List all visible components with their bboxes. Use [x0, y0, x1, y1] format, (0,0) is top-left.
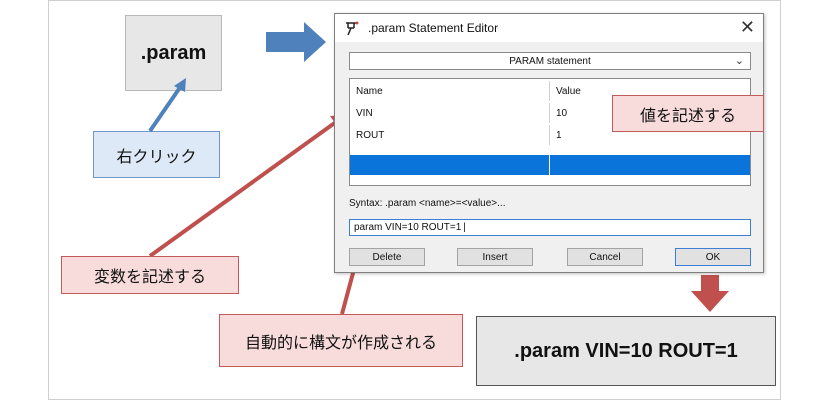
table-row[interactable]: ROUT 1 [350, 125, 750, 145]
ltspice-app-icon [346, 21, 359, 36]
callout-enter-value-text: 値を記述する [639, 107, 736, 125]
callout-right-click: 右クリック [93, 131, 220, 178]
syntax-hint: Syntax: .param <name>=<value>... [349, 198, 506, 209]
delete-button-label: Delete [372, 251, 402, 263]
callout-auto-syntax-text: 自動的に構文が作成される [244, 334, 437, 352]
ok-button-label: OK [705, 251, 721, 263]
command-text-field[interactable]: param VIN=10 ROUT=1 | [349, 219, 751, 236]
ok-button[interactable]: OK [675, 248, 751, 266]
param-name-cell[interactable]: VIN [350, 103, 550, 123]
statement-type-value: PARAM statement [509, 55, 591, 67]
column-header-name[interactable]: Name [350, 81, 550, 101]
insert-button-label: Insert [482, 251, 508, 263]
param-editor-dialog: .param Statement Editor ✕ PARAM statemen… [334, 13, 764, 273]
dialog-titlebar[interactable]: .param Statement Editor ✕ [335, 14, 763, 42]
param-directive-label: .param [140, 41, 207, 64]
close-icon[interactable]: ✕ [739, 17, 755, 37]
grid-header-row: Name Value [350, 81, 750, 101]
dialog-title: .param Statement Editor [368, 21, 499, 35]
delete-button[interactable]: Delete [349, 248, 425, 266]
result-directive-label: .param VIN=10 ROUT=1 [514, 339, 738, 362]
cancel-button[interactable]: Cancel [567, 248, 643, 266]
callout-enter-variable-text: 変数を記述する [93, 269, 206, 286]
table-row[interactable]: VIN 10 [350, 103, 750, 123]
param-name-cell[interactable]: ROUT [350, 125, 550, 145]
column-header-value[interactable]: Value [556, 85, 581, 97]
statement-type-select[interactable]: PARAM statement ⌄ [349, 52, 751, 70]
command-text-value: param VIN=10 ROUT=1 [354, 222, 462, 233]
callout-enter-value: 値を記述する [612, 95, 764, 132]
chevron-down-icon: ⌄ [734, 55, 744, 67]
table-row-selected[interactable] [350, 155, 750, 175]
insert-button[interactable]: Insert [457, 248, 533, 266]
text-cursor: | [463, 222, 466, 233]
param-name-cell-empty[interactable] [350, 155, 550, 175]
callout-auto-syntax: 自動的に構文が作成される [219, 314, 463, 367]
cancel-button-label: Cancel [589, 251, 621, 263]
result-directive-box: .param VIN=10 ROUT=1 [476, 316, 776, 386]
param-directive-box[interactable]: .param [125, 15, 222, 91]
callout-right-click-text: 右クリック [116, 148, 197, 166]
param-value-cell-empty[interactable] [550, 155, 750, 175]
param-value-cell[interactable]: 10 [556, 107, 568, 119]
callout-enter-variable: 変数を記述する [61, 256, 239, 294]
param-value-cell[interactable]: 1 [556, 129, 562, 141]
